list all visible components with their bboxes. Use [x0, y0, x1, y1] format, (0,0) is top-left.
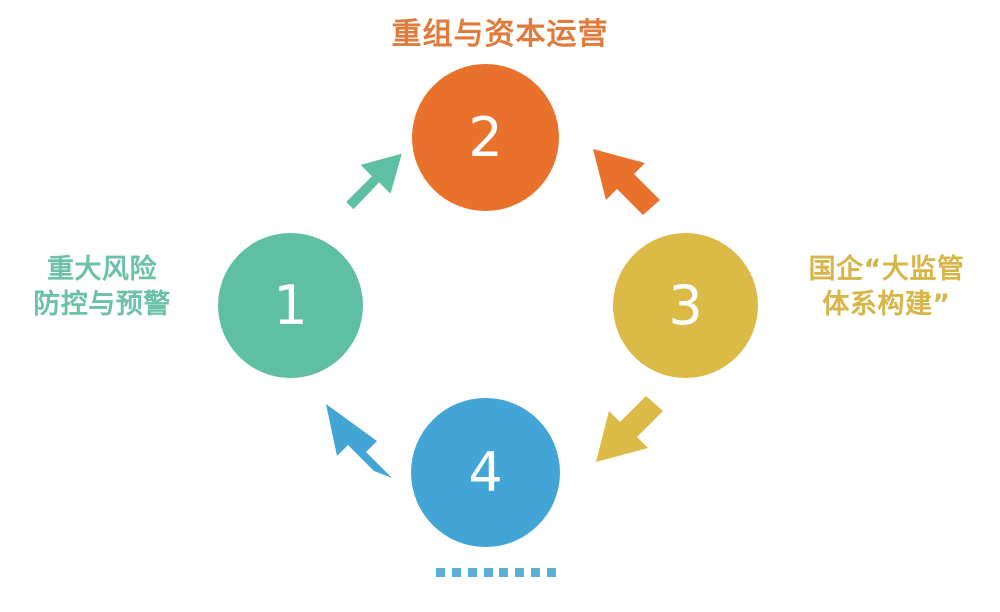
dot-7	[531, 568, 541, 577]
label-right-supervision-system: 国企“大监管 体系构建”	[808, 254, 965, 320]
dot-4	[483, 568, 493, 577]
label-left-risk-control: 重大风险 防控与预警	[33, 254, 171, 320]
dot-2	[451, 568, 461, 577]
node-number-4: 4	[468, 440, 503, 504]
arrow-1-to-2-icon	[346, 153, 402, 210]
node-circle-4[interactable]: 4	[411, 398, 560, 547]
label-top-reorganization: 重组与资本运营	[391, 17, 609, 52]
dot-8	[546, 568, 556, 577]
node-number-3: 3	[668, 273, 703, 337]
arrow-3-to-2-icon	[593, 149, 660, 215]
node-number-2: 2	[468, 105, 503, 169]
node-number-1: 1	[273, 273, 308, 337]
dotted-divider	[436, 568, 556, 577]
node-circle-1[interactable]: 1	[218, 233, 363, 378]
dot-6	[515, 568, 525, 577]
dot-3	[467, 568, 477, 577]
node-circle-3[interactable]: 3	[613, 233, 758, 378]
dot-1	[436, 568, 445, 577]
arrow-4-to-1-icon	[326, 404, 392, 478]
arrow-3-to-4-icon	[596, 396, 663, 462]
dot-5	[499, 568, 509, 577]
node-circle-2[interactable]: 2	[412, 64, 559, 211]
